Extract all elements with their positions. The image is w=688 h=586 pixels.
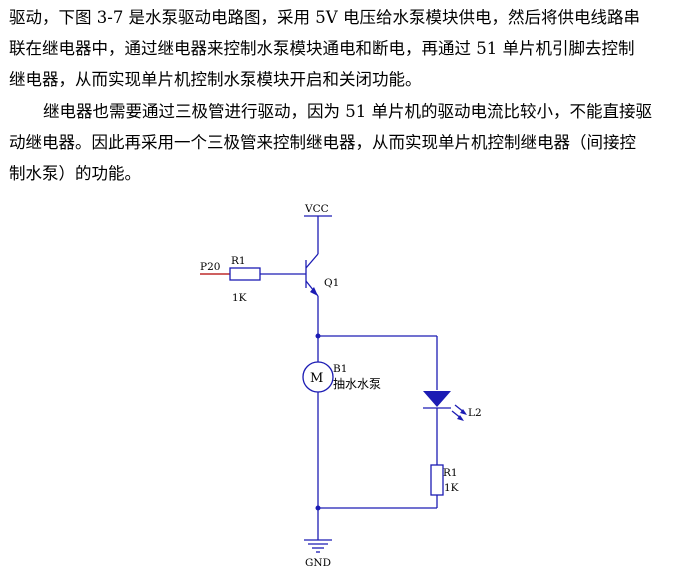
- base-resistor-value: 1K: [232, 292, 247, 304]
- led-resistor-value: 1K: [444, 482, 459, 494]
- motor-name-label: B1: [333, 363, 347, 375]
- gnd-label: GND: [305, 557, 331, 569]
- paragraph-2-line-3: 制水泵）的功能。: [9, 164, 141, 183]
- paragraph-1: 驱动，下图 3-7 是水泵驱动电路图，采用 5V 电压给水泵模块供电，然后将供电…: [9, 2, 681, 95]
- ground-symbol: [304, 539, 332, 553]
- led-label: L2: [468, 407, 482, 419]
- base-resistor-name: R1: [231, 255, 246, 267]
- led-resistor-name: R1: [443, 467, 458, 479]
- paragraph-1-line-1: 驱动，下图 3-7 是水泵驱动电路图，采用 5V 电压给水泵模块供电，然后将供电…: [9, 8, 640, 27]
- paragraph-2-line-2: 动继电器。因此再采用一个三极管来控制继电器，从而实现单片机控制继电器（间接控: [9, 133, 636, 152]
- led-l2-symbol: [423, 391, 467, 421]
- vcc-label: VCC: [304, 203, 329, 215]
- motor-symbol-letter: M: [310, 371, 323, 386]
- transistor-q1-symbol: [305, 253, 319, 297]
- paragraph-1-line-3: 继电器，从而实现单片机控制水泵模块开启和关闭功能。: [9, 70, 422, 89]
- motor-desc-label: 抽水水泵: [333, 377, 381, 391]
- input-pin-label: P20: [200, 261, 220, 273]
- paragraph-2: 继电器也需要通过三极管进行驱动，因为 51 单片机的驱动电流比较小，不能直接驱 …: [9, 96, 681, 189]
- paragraph-2-line-1: 继电器也需要通过三极管进行驱动，因为 51 单片机的驱动电流比较小，不能直接驱: [43, 102, 652, 121]
- paragraph-1-line-2: 联在继电器中，通过继电器来控制水泵模块通电和断电，再通过 51 单片机引脚去控制: [9, 39, 635, 58]
- transistor-label: Q1: [324, 277, 339, 289]
- base-resistor: [229, 267, 261, 281]
- led-resistor: [430, 464, 444, 496]
